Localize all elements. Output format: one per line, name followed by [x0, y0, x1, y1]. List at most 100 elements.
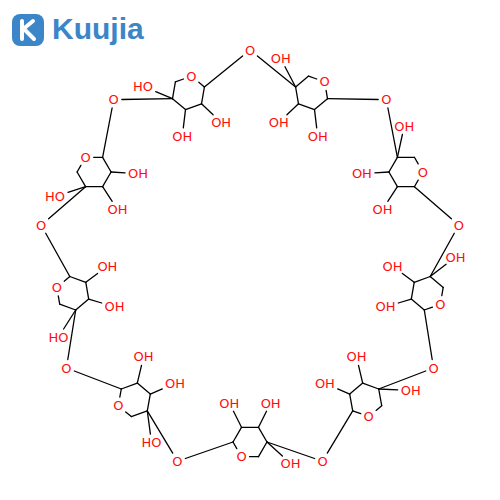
bond-line [202, 104, 214, 115]
atom-label: HO [45, 189, 65, 204]
bond-line [76, 299, 89, 310]
watermark-text: Kuujia [52, 12, 144, 46]
bond-line [233, 442, 237, 449]
bond-line [326, 90, 327, 98]
bond-line [296, 87, 299, 104]
atom-label: OH [219, 396, 239, 411]
bond-line [122, 98, 173, 100]
bond-line [175, 79, 183, 82]
bond-line [424, 310, 432, 360]
bond-line [60, 304, 76, 310]
bond-line [137, 383, 150, 394]
atom-label: OH [97, 259, 117, 274]
atom-label: O [381, 92, 391, 107]
bond-line [111, 171, 125, 173]
bond-line [131, 411, 147, 417]
bond-line [414, 180, 418, 187]
bond-line [234, 411, 242, 427]
bond-line [379, 388, 398, 390]
bond-line [285, 67, 296, 87]
atom-label: OH [133, 349, 153, 364]
atom-label: HO [49, 330, 69, 345]
bond-line [94, 157, 103, 158]
atom-label: OH [375, 299, 395, 314]
atom-label: HO [133, 79, 153, 94]
bond-line [233, 427, 242, 442]
atom-label: OH [401, 383, 421, 398]
bond-line [350, 383, 363, 394]
bond-line [430, 277, 443, 288]
atom-label: O [80, 150, 90, 165]
bond-line [267, 442, 315, 459]
atom-label: O [245, 43, 255, 58]
bond-line [74, 371, 121, 389]
bond-line [156, 92, 173, 99]
atom-label: OH [281, 456, 301, 471]
atom-label: OH [172, 129, 192, 144]
atom-label: OH [394, 119, 414, 134]
bond-line [315, 110, 317, 128]
bond-line [86, 282, 89, 299]
bond-line [430, 264, 446, 276]
bond-line [259, 442, 268, 457]
bond-line [287, 104, 299, 115]
bond-line [397, 186, 414, 187]
bond-line [150, 389, 162, 394]
bond-line [68, 310, 76, 360]
bond-line [442, 287, 443, 295]
bond-line [186, 104, 202, 110]
bond-line [77, 165, 81, 172]
atom-label: OH [373, 202, 393, 217]
atom-label: OH [315, 376, 335, 391]
atom-label: OH [308, 129, 328, 144]
bond-line [315, 99, 328, 110]
bond-line [424, 307, 432, 310]
bond-line [299, 104, 315, 110]
bond-line [411, 282, 414, 299]
bond-line [126, 412, 132, 417]
bond-line [328, 98, 379, 100]
bond-line [86, 186, 103, 187]
bond-line [259, 427, 268, 442]
atom-label: O [109, 92, 119, 107]
bond-line [296, 76, 309, 87]
bond-line [398, 299, 411, 303]
atom-label: OH [128, 166, 148, 181]
bond-line [363, 383, 379, 389]
bond-line [414, 277, 430, 283]
bond-line [147, 394, 150, 411]
bond-line [103, 157, 112, 172]
bond-line [388, 187, 398, 202]
bond-line [379, 389, 382, 406]
bond-line [350, 394, 353, 411]
atom-label: OH [383, 259, 403, 274]
bond-line [77, 172, 86, 187]
atom-label: O [113, 398, 123, 413]
atom-label: O [364, 409, 374, 424]
atom-label: OH [352, 166, 372, 181]
bond-line [86, 274, 98, 283]
bond-line [120, 389, 122, 397]
bond-line [64, 277, 70, 282]
atom-label: O [52, 280, 62, 295]
atom-label: O [418, 165, 428, 180]
bond-line [89, 299, 102, 303]
bond-line [389, 172, 398, 187]
atom-label: O [36, 218, 46, 233]
bond-line [411, 299, 424, 310]
bond-line [309, 76, 317, 79]
bond-line [397, 135, 402, 158]
atom-label: O [172, 454, 182, 469]
bond-line [250, 456, 259, 457]
atom-label: O [61, 361, 71, 376]
atom-label: O [186, 69, 196, 84]
atom-label: OH [105, 299, 125, 314]
bond-line [376, 406, 382, 411]
atom-label: OH [107, 202, 127, 217]
bond-line [259, 411, 267, 427]
atom-label: HO [142, 435, 162, 450]
bond-line [242, 427, 259, 428]
atom-label: O [317, 454, 327, 469]
